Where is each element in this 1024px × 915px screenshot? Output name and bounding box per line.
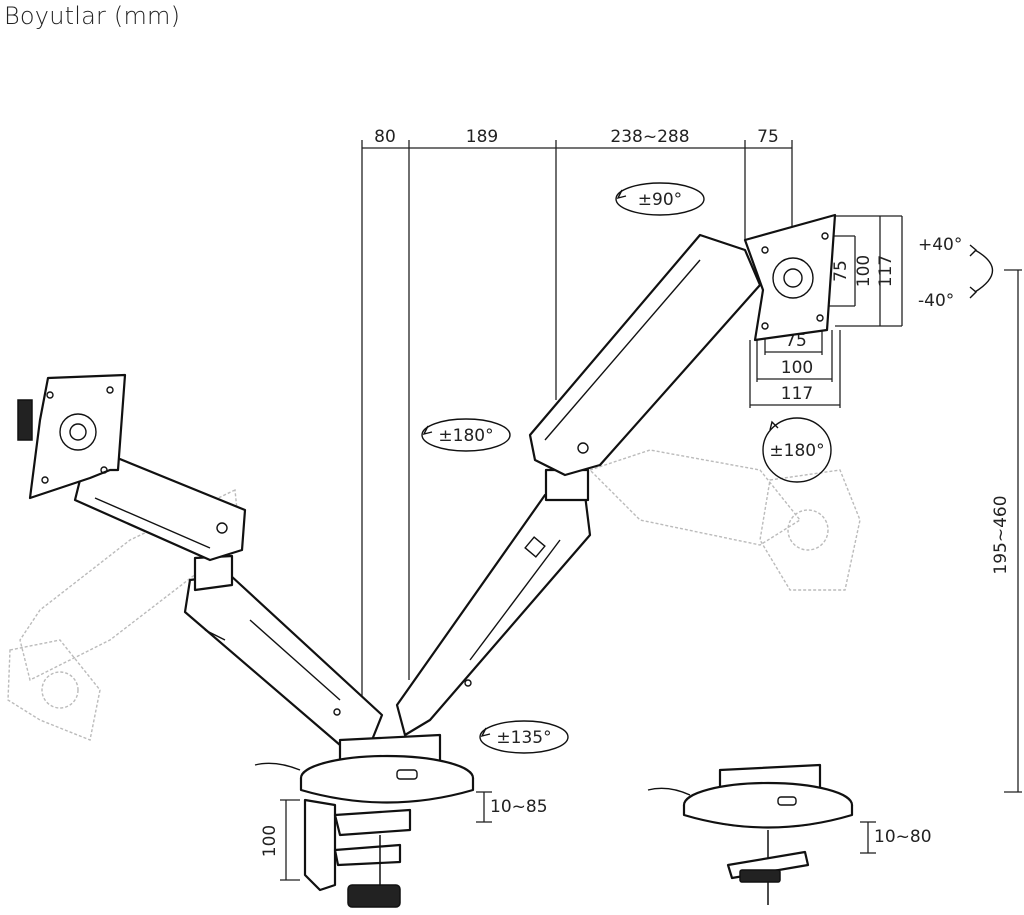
vesa-v-75: 75	[831, 260, 851, 282]
vesa-v-100: 100	[854, 255, 874, 287]
dim-desk-clamp: 10~85	[490, 797, 548, 817]
clamp-base	[254, 733, 475, 908]
ghost-left-arm	[7, 488, 241, 741]
left-arm	[17, 373, 384, 747]
rotation-180-head-marker	[762, 417, 832, 483]
top-dimension-lines	[361, 140, 793, 745]
dim-desk-grommet: 10~80	[874, 827, 932, 847]
diagram-title: Boyutlar (mm)	[4, 2, 181, 30]
rotation-180-head-label: ±180°	[769, 441, 824, 461]
vesa-v-117: 117	[876, 255, 896, 287]
grommet-base	[647, 763, 854, 905]
grommet-dims	[860, 821, 876, 854]
rotation-135-marker	[479, 720, 569, 754]
rotation-180-arm-marker	[421, 418, 511, 452]
dim-top-238-288: 238~288	[610, 127, 689, 147]
height-dimension-line	[1004, 269, 1022, 793]
vesa-h-117: 117	[781, 384, 813, 404]
rotation-180-arm-label: ±180°	[438, 426, 493, 446]
clamp-dims	[280, 791, 492, 881]
rotation-135-label: ±135°	[496, 728, 551, 748]
dim-top-189: 189	[466, 127, 498, 147]
tilt-marker	[969, 244, 993, 299]
dim-top-80: 80	[374, 127, 396, 147]
rotation-90-label: ±90°	[638, 190, 682, 210]
dim-height-range: 195~460	[991, 495, 1011, 574]
dim-top-75: 75	[757, 127, 779, 147]
tilt-down-label: -40°	[918, 291, 954, 311]
vesa-h-100: 100	[781, 358, 813, 378]
dim-clamp-height: 100	[260, 825, 280, 857]
rotation-90-marker	[615, 182, 705, 216]
ghost-right-arm	[588, 449, 861, 591]
right-arm	[395, 213, 837, 737]
tilt-up-label: +40°	[918, 235, 962, 255]
